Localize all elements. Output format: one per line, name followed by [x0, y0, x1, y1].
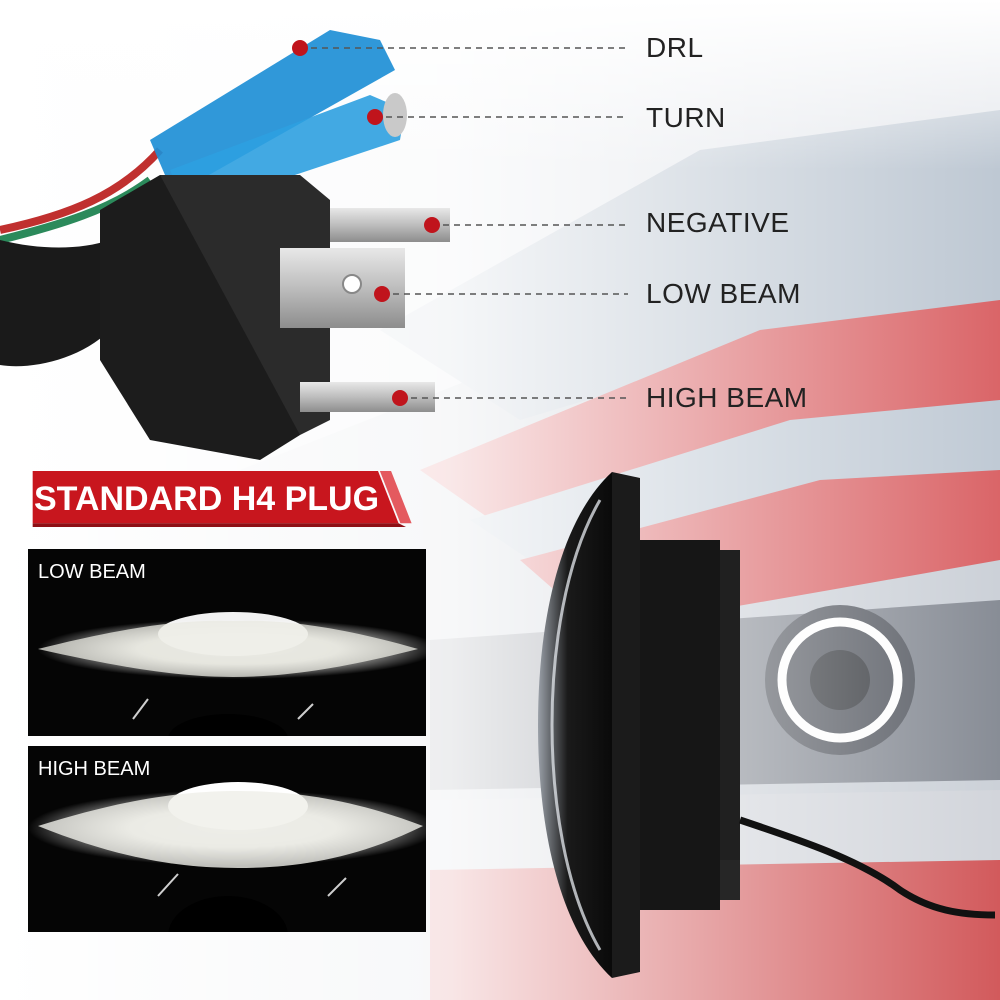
high-beam-panel: HIGH BEAM: [28, 746, 426, 932]
low-beam-pattern: [28, 549, 426, 736]
callout-lines: [292, 40, 628, 406]
title-banner: [32, 471, 412, 527]
low-beam-dot: [374, 286, 390, 302]
negative-label: NEGATIVE: [646, 207, 790, 238]
negative-dot: [424, 217, 440, 233]
high-beam-pattern: [28, 746, 426, 932]
high-beam-label: HIGH BEAM: [646, 382, 808, 413]
banner-title: STANDARD H4 PLUG: [34, 480, 380, 518]
high-beam-dot: [392, 390, 408, 406]
turn-label: TURN: [646, 102, 726, 133]
low-beam-label: LOW BEAM: [646, 278, 801, 309]
high-beam-panel-label: HIGH BEAM: [38, 758, 151, 780]
blue-connectors: [150, 30, 407, 200]
turn-dot: [367, 109, 383, 125]
h4-plug-body: [0, 175, 450, 460]
low-beam-panel: LOW BEAM: [28, 549, 426, 736]
drl-label: DRL: [646, 32, 704, 63]
headlight-unit: [538, 472, 996, 978]
low-beam-panel-label: LOW BEAM: [38, 561, 146, 583]
drl-dot: [292, 40, 308, 56]
